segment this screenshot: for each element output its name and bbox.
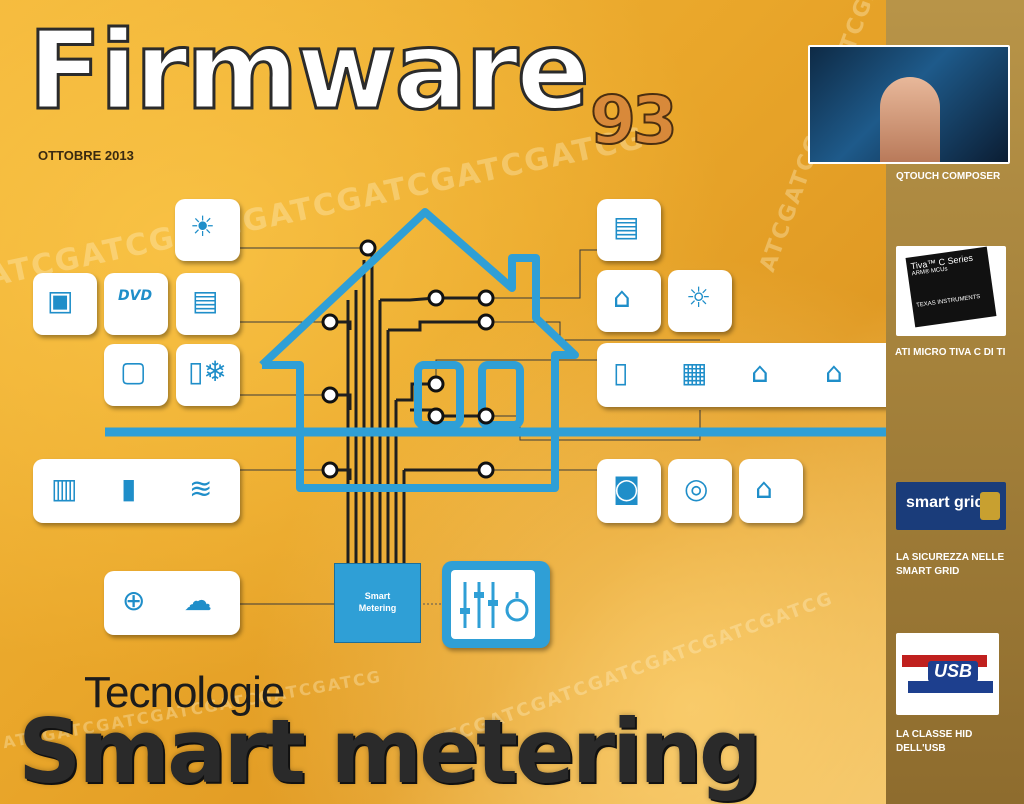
tile-heating-group: ▥ ▮ ≋ <box>33 459 240 523</box>
smart-home-diagram <box>105 208 886 605</box>
padlock-icon <box>980 492 1000 520</box>
smart-metering-line2: Metering <box>358 603 397 613</box>
tile-dryer: ◎ <box>668 459 732 523</box>
door-sensor-icon: ▯ <box>613 356 629 389</box>
tile-sensors-group: ▯ ▦ ⌂ ⌂ ⌂ <box>597 343 886 407</box>
boiler-icon: ▮ <box>121 472 137 505</box>
oven-icon: ▢ <box>120 355 147 388</box>
cover-headline: Smart metering <box>18 700 762 803</box>
radio-icon: ▤ <box>192 284 219 317</box>
article-title-smartgrid[interactable]: LA SICUREZZA NELLE SMART GRID <box>896 552 1005 577</box>
magazine-logo: Firmware <box>27 9 592 134</box>
qtouch-image[interactable] <box>808 45 1010 164</box>
dvd-player-icon: DVD <box>118 288 153 304</box>
control-tablet <box>442 561 550 648</box>
home-fan-icon: ⌂ <box>613 281 631 314</box>
sun-radiator-icon: ☀ <box>190 210 216 243</box>
tile-floor: ⌂ <box>739 459 803 523</box>
tile-heater: ☀ <box>175 199 240 261</box>
usb-logo-image[interactable]: USB <box>896 633 999 715</box>
smart-metering-box: Smart Metering <box>334 563 421 643</box>
tile-external-group: ⊕ ☁ <box>104 571 240 635</box>
window-blind-icon: ▤ <box>613 210 640 243</box>
article-title-usb[interactable]: LA CLASSE HID DELL'USB <box>896 729 973 754</box>
co2-home-icon: ⌂ <box>751 356 769 389</box>
tv-icon: ▣ <box>47 284 74 317</box>
weather-cloud-icon: ☁ <box>184 584 212 617</box>
heat-waves-icon: ≋ <box>189 472 213 505</box>
light-bulb-icon: ☼ <box>686 281 712 314</box>
issue-number: 93 <box>589 82 679 159</box>
tablet-screen <box>451 570 535 639</box>
smart-metering-line1: Smart <box>364 591 391 602</box>
fridge-snowflake-icon: ▯❄ <box>188 355 227 388</box>
article-title-qtouch[interactable]: QTOUCH COMPOSER <box>896 171 1001 182</box>
tiva-chip-image[interactable]: Tiva™ C Series ARM® MCUs TEXAS INSTRUMEN… <box>896 246 1006 336</box>
floor-heating-icon: ⌂ <box>755 472 773 505</box>
radiator-icon: ▥ <box>51 472 78 505</box>
issue-date: OTTOBRE 2013 <box>38 148 134 163</box>
smart-grid-image[interactable]: smart grid <box>896 482 1006 530</box>
dryer-icon: ◎ <box>684 472 709 505</box>
usb-logo-text: USB <box>928 661 979 682</box>
washing-machine-icon: ◙ <box>613 472 641 505</box>
usb-arrow-blue <box>908 681 993 693</box>
window-icon: ▦ <box>681 356 708 389</box>
tile-oven: ▢ <box>104 344 168 406</box>
tile-radio: ▤ <box>176 273 240 335</box>
tile-fan: ⌂ <box>597 270 661 332</box>
tile-dvd: DVD <box>104 273 168 335</box>
humidity-home-icon: ⌂ <box>825 356 843 389</box>
globe-icon: ⊕ <box>122 584 146 617</box>
magazine-cover: ATCGATCGATCGATCGATCGATCGATCG ATCGATCGATC… <box>0 0 886 804</box>
tile-washer: ◙ <box>597 459 661 523</box>
tiva-chip-ti: TEXAS INSTRUMENTS <box>915 294 981 309</box>
cover-kicker: Tecnologie <box>84 668 285 717</box>
tile-blind: ▤ <box>597 199 661 261</box>
article-title-tiva[interactable]: ATI MICRO TIVA C DI TI <box>895 347 1006 358</box>
smart-grid-logo-text: smart grid <box>906 494 985 511</box>
tile-fridge: ▯❄ <box>176 344 240 406</box>
tiva-chip: Tiva™ C Series ARM® MCUs TEXAS INSTRUMEN… <box>905 246 997 328</box>
sliders-knob-icon <box>460 582 529 628</box>
touch-hand-icon <box>880 77 940 162</box>
tile-tv: ▣ <box>33 273 97 335</box>
tile-bulb: ☼ <box>668 270 732 332</box>
